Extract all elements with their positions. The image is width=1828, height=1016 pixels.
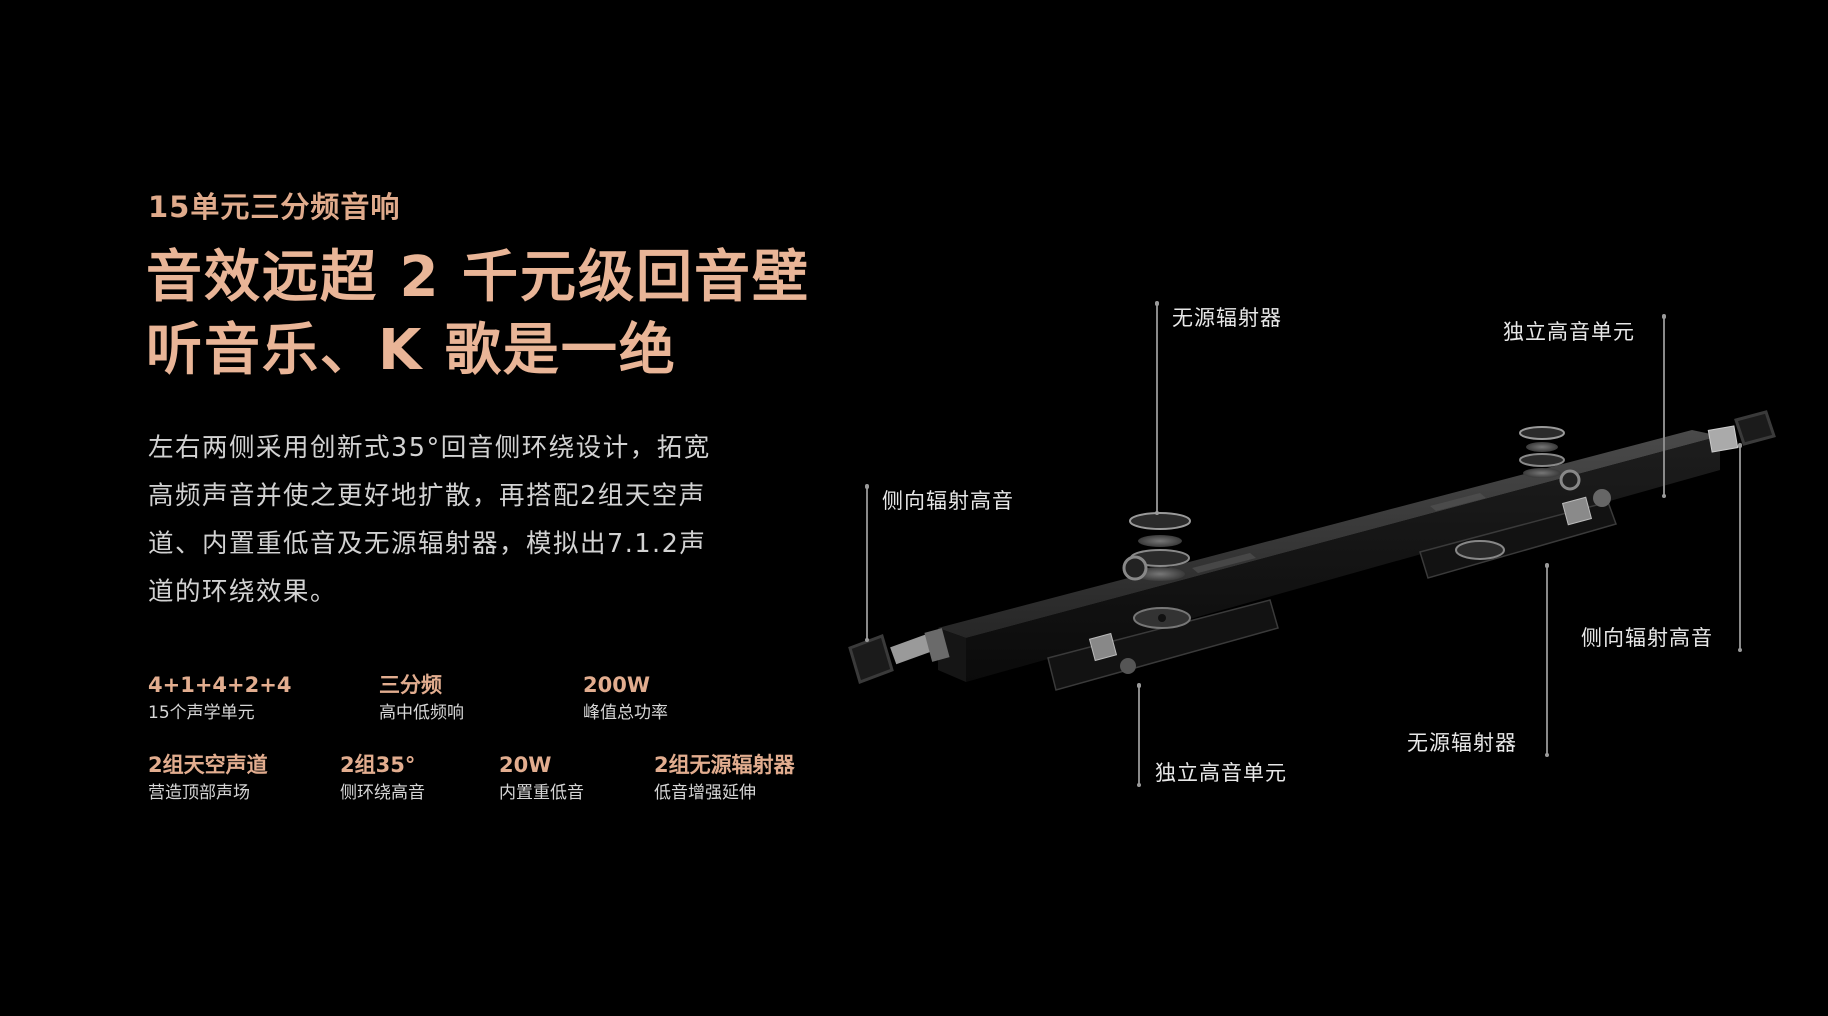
passive-radiator-stack-left (1129, 512, 1191, 581)
spec-label: 侧环绕高音 (340, 783, 425, 803)
spec-peak-power: 200W 峰值总功率 (583, 672, 668, 726)
spec-passive-radiators: 2组无源辐射器 低音增强延伸 (654, 752, 795, 806)
callout-independent-tweeter-bottom: 独立高音单元 (1155, 761, 1287, 785)
lower-driver-module-left (1047, 555, 1279, 691)
callout-side-tweeter-left: 侧向辐射高音 (882, 489, 1014, 513)
description-paragraph: 左右两侧采用创新式35°回音侧环绕设计，拓宽 高频声音并使之更好地扩散，再搭配2… (148, 424, 788, 616)
spec-label: 营造顶部声场 (148, 783, 250, 803)
spec-subwoofer: 20W 内置重低音 (499, 752, 584, 806)
spec-value: 20W (499, 753, 552, 777)
spec-sky-channels: 2组天空声道 营造顶部声场 (148, 752, 268, 806)
headline-line-1: 音效远超 2 千元级回音壁 (146, 245, 810, 310)
description-line: 高频声音并使之更好地扩散，再搭配2组天空声 (148, 481, 706, 511)
section-subtitle: 15单元三分频音响 (148, 190, 401, 224)
description-line: 道的环绕效果。 (148, 577, 338, 607)
spec-value: 4+1+4+2+4 (148, 673, 292, 697)
spec-side-tweeters: 2组35° 侧环绕高音 (340, 752, 425, 806)
spec-three-way: 三分频 高中低频响 (379, 672, 464, 726)
spec-value: 2组天空声道 (148, 753, 268, 777)
spec-label: 低音增强延伸 (654, 783, 756, 803)
callout-passive-radiator-bottom: 无源辐射器 (1407, 731, 1517, 755)
spec-value: 2组35° (340, 753, 416, 777)
spec-label: 高中低频响 (379, 703, 464, 723)
soundbar-exploded-illustration (848, 410, 1776, 691)
spec-label: 15个声学单元 (148, 703, 255, 723)
side-tweeter-right (1707, 410, 1776, 453)
callout-passive-radiator-top: 无源辐射器 (1172, 306, 1282, 330)
spec-label: 内置重低音 (499, 783, 584, 803)
description-line: 道、内置重低音及无源辐射器，模拟出7.1.2声 (148, 529, 707, 559)
spec-value: 2组无源辐射器 (654, 753, 795, 777)
callout-line-side-tweeter-right (1737, 443, 1742, 652)
spec-acoustic-units: 4+1+4+2+4 15个声学单元 (148, 672, 291, 726)
callout-line-side-tweeter-left (864, 484, 869, 642)
headline-line-2: 听音乐、K 歌是一绝 (146, 318, 677, 383)
spec-value: 三分频 (379, 673, 442, 697)
callout-independent-tweeter-top: 独立高音单元 (1503, 320, 1635, 344)
callout-line-passive-radiator-top (1154, 301, 1159, 515)
spec-label: 峰值总功率 (583, 703, 668, 723)
callout-line-tweeter-bottom (1136, 683, 1141, 787)
callout-line-passive-radiator-bottom (1544, 563, 1549, 757)
side-tweeter-left (848, 628, 950, 684)
lower-driver-module-right (1419, 469, 1617, 579)
callout-side-tweeter-right: 侧向辐射高音 (1581, 626, 1713, 650)
spec-value: 200W (583, 673, 650, 697)
passive-radiator-stack-right (1519, 426, 1565, 478)
description-line: 左右两侧采用创新式35°回音侧环绕设计，拓宽 (148, 433, 711, 463)
callout-line-tweeter-top (1661, 314, 1666, 498)
